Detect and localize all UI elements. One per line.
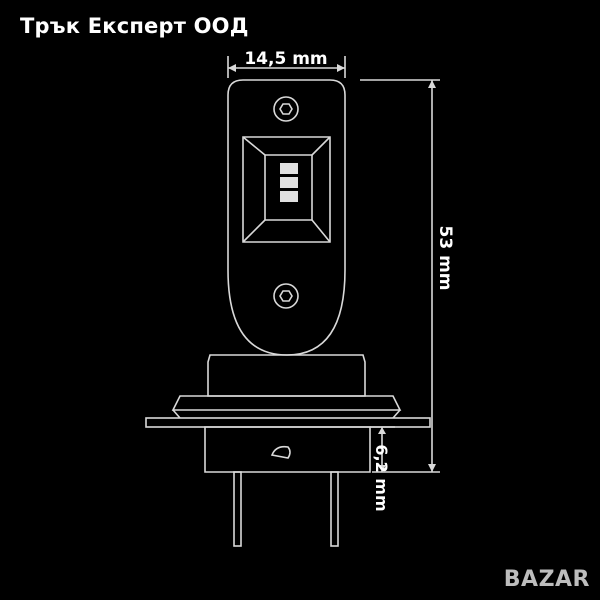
flange (145, 417, 431, 428)
height-dimension-label: 53 mm (435, 225, 455, 290)
left-pin (233, 471, 242, 547)
watermark-logo: BAZAR (503, 567, 590, 592)
collar (207, 354, 366, 397)
pin-dimension-label: 6,2 mm (372, 444, 391, 511)
width-dimension-label: 14,5 mm (244, 49, 327, 69)
top-screw-icon (273, 96, 299, 122)
right-pin (330, 471, 339, 547)
base (204, 426, 371, 473)
bottom-screw-icon (273, 283, 299, 309)
bulb-head-outline (227, 79, 346, 356)
company-title: Трък Експерт ООД (20, 14, 249, 38)
